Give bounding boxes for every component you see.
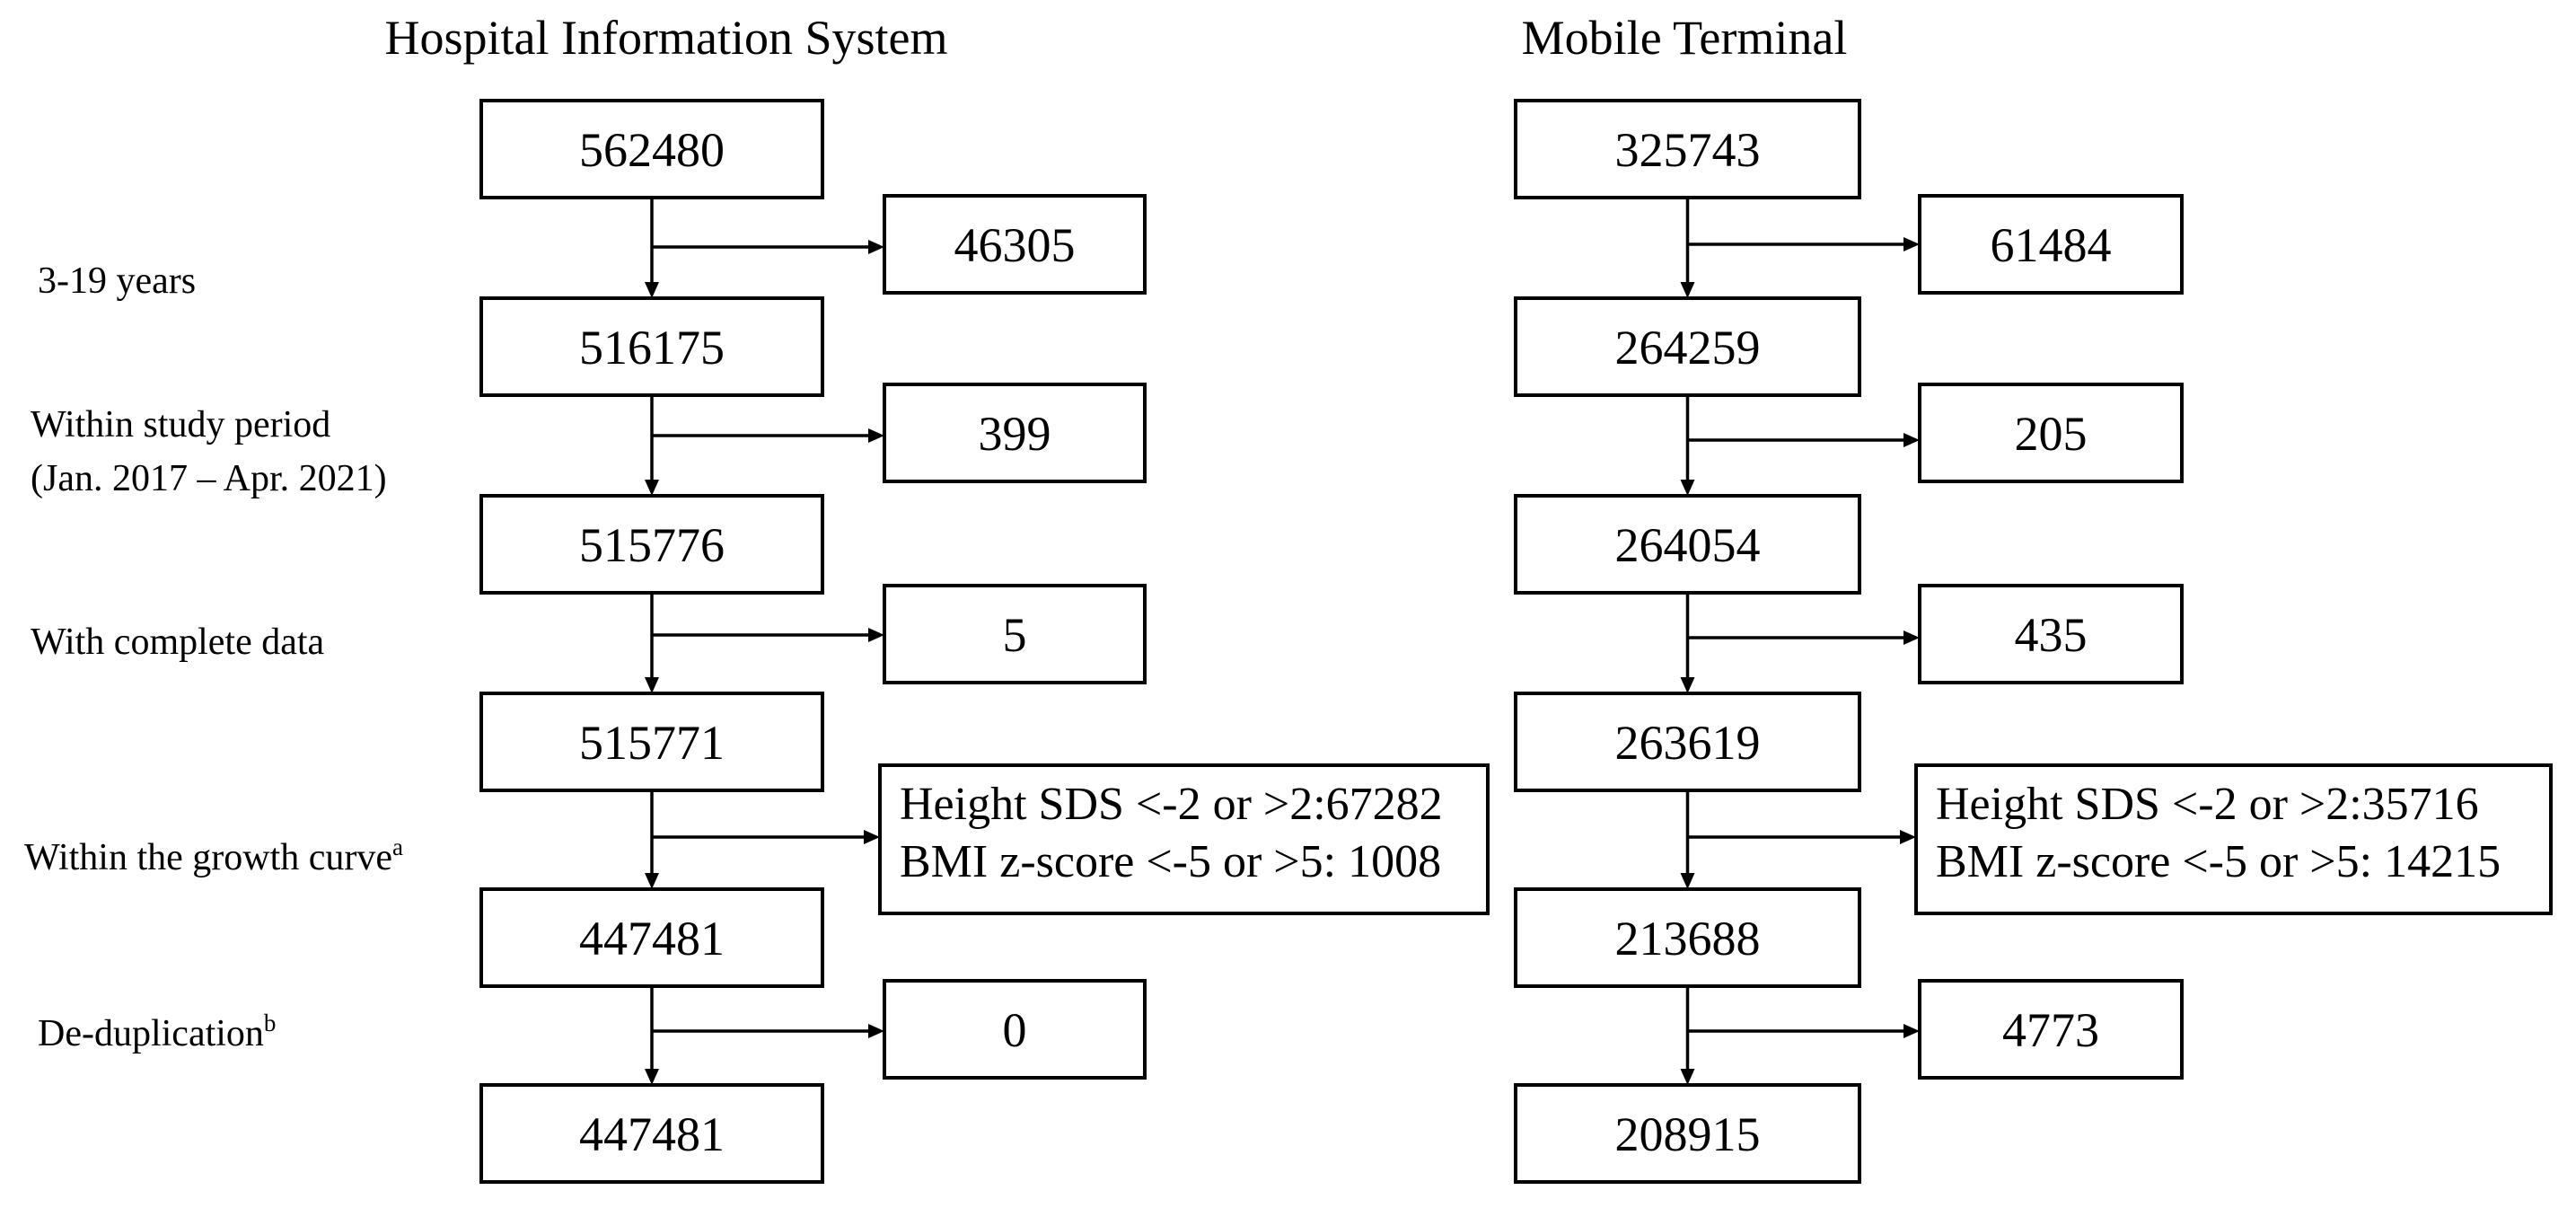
mobile-flow-arrow-0 [1680,282,1695,298]
mobile-excluded-0: 61484 [1991,218,2112,272]
his-excluded-box-0 [883,194,1147,295]
his-flow-arrow-4 [645,1069,659,1085]
mobile-branch-arrow-1 [1903,433,1920,447]
mobile-excluded-3-line-1: BMI z-score <-5 or >5: 14215 [1936,836,2501,887]
mobile-branch-arrow-4 [1903,1024,1920,1038]
step-label-4-line-0: De-duplicationb [38,1010,276,1054]
mobile-excluded-box-1 [1918,383,2184,483]
his-excluded-3-line-1: BMI z-score <-5 or >5: 1008 [900,836,1441,887]
mobile-branch-arrow-3 [1900,830,1916,844]
step-label-4-sup: b [264,1010,277,1036]
his-count-box-2 [479,494,824,595]
his-count-3: 515771 [579,716,725,770]
his-count-box-5 [479,1083,824,1184]
his-column: 562480 516175 515776 515771 447481 447481 4630… [479,99,1490,1184]
his-flow-arrow-2 [645,677,659,693]
mobile-title: Mobile Terminal [1522,11,1848,65]
his-count-2: 515776 [579,518,725,572]
his-excluded-box-4 [883,979,1147,1080]
step-label-2-line-0: With complete data [31,622,325,663]
his-count-1: 516175 [579,321,725,375]
mobile-count-5: 208915 [1615,1107,1761,1161]
his-excluded-box-2 [883,584,1147,684]
mobile-flow-arrow-1 [1680,480,1695,496]
his-count-5: 447481 [579,1107,725,1161]
his-excluded-2: 5 [1003,608,1027,662]
step-label-0-line-0: 3-19 years [38,260,196,302]
mobile-count-1: 264259 [1615,321,1761,375]
his-excluded-box-1 [883,383,1147,483]
mobile-count-box-5 [1514,1083,1861,1184]
his-branch-arrow-1 [868,428,884,443]
his-branch-arrow-2 [868,628,884,642]
his-count-box-4 [479,887,824,988]
mobile-branch-arrow-0 [1903,237,1920,251]
his-branch-arrow-3 [864,830,880,844]
step-label-3-line-0: Within the growth curvea [24,833,403,878]
mobile-excluded-box-3 [1914,763,2553,915]
his-excluded-4: 0 [1003,1003,1027,1057]
mobile-count-2: 264054 [1615,518,1761,572]
his-excluded-1: 399 [979,407,1051,461]
mobile-flow-arrow-3 [1680,873,1695,889]
his-title: Hospital Information System [385,11,948,65]
mobile-excluded-box-2 [1918,584,2184,684]
his-flow-arrow-0 [645,282,659,298]
mobile-count-box-0 [1514,99,1861,199]
mobile-excluded-4: 4773 [2002,1003,2099,1057]
mobile-count-box-3 [1514,692,1861,792]
mobile-excluded-2: 435 [2015,608,2088,662]
mobile-flow-arrow-4 [1680,1069,1695,1085]
mobile-excluded-box-0 [1918,194,2184,295]
his-count-0: 562480 [579,123,725,177]
his-count-box-1 [479,296,824,397]
mobile-branch-arrow-2 [1903,630,1920,645]
his-excluded-box-3 [878,763,1490,915]
his-excluded-3-line-0: Height SDS <-2 or >2:67282 [900,779,1443,830]
mobile-count-3: 263619 [1615,716,1761,770]
his-flow-arrow-3 [645,873,659,889]
step-label-1-line-1: (Jan. 2017 – Apr. 2021) [31,458,387,499]
his-count-box-0 [479,99,824,199]
mobile-count-4: 213688 [1615,912,1761,966]
mobile-count-box-4 [1514,887,1861,988]
mobile-count-box-1 [1514,296,1861,397]
step-label-1-line-0: Within study period [31,404,330,445]
mobile-column: 325743 264259 264054 263619 213688 208915 6148… [1514,99,2553,1184]
his-branch-arrow-0 [868,240,884,254]
mobile-excluded-3-line-0: Height SDS <-2 or >2:35716 [1936,779,2479,830]
mobile-flow-arrow-2 [1680,677,1695,693]
mobile-excluded-box-4 [1918,979,2184,1080]
mobile-count-0: 325743 [1615,123,1761,177]
his-flow-arrow-1 [645,480,659,496]
his-excluded-0: 46305 [954,218,1076,272]
mobile-excluded-1: 205 [2015,407,2088,461]
step-label-3-sup: a [392,833,403,860]
his-count-4: 447481 [579,912,725,966]
his-branch-arrow-4 [868,1024,884,1038]
